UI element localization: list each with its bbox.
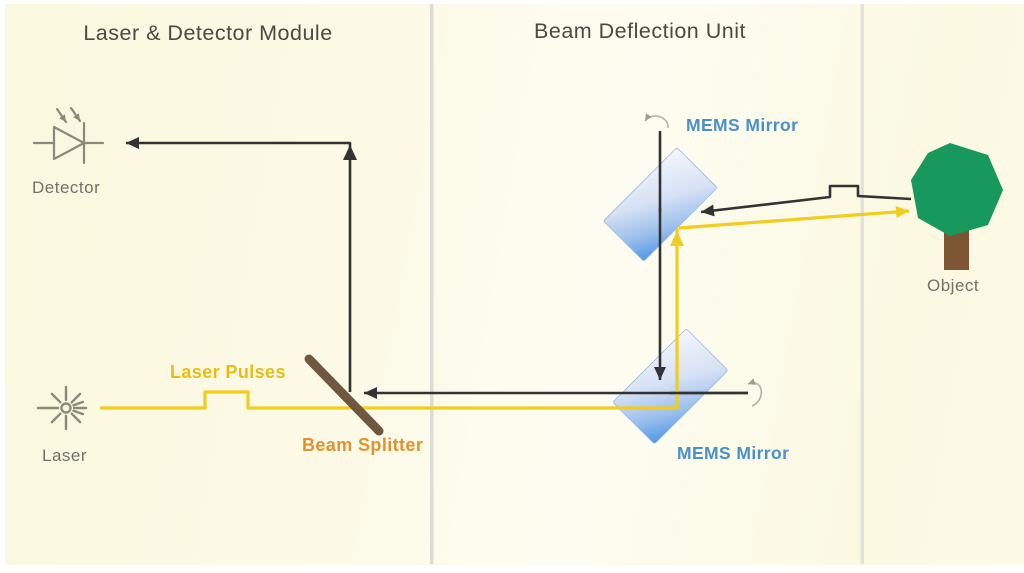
mems-mirror-bottom-icon (613, 329, 728, 444)
left-panel-title: Laser & Detector Module (83, 21, 333, 45)
mems-mirror-bottom-label: MEMS Mirror (677, 443, 790, 463)
tree-object-icon (911, 143, 1003, 270)
frame-edge-left (0, 0, 5, 573)
detector-label: Detector (32, 178, 101, 197)
object-label: Object (927, 276, 980, 295)
frame-edge-bottom (0, 565, 1024, 573)
detector-icon (32, 106, 105, 165)
panel-divider-left (430, 4, 434, 564)
rotation-arrow-top-icon (644, 113, 669, 129)
frame-edge-top (0, 0, 1024, 4)
return-beam-path (126, 137, 912, 399)
rotation-arrow-bottom-icon (747, 378, 763, 407)
laser-label: Laser (42, 446, 88, 465)
laser-pulses-label: Laser Pulses (170, 362, 286, 382)
beam-splitter-bar (304, 354, 384, 436)
laser-icon (36, 385, 88, 431)
beam-splitter-label: Beam Splitter (302, 435, 424, 455)
mems-mirror-top-label: MEMS Mirror (686, 115, 799, 135)
middle-panel-title: Beam Deflection Unit (534, 19, 746, 43)
panel-divider-right (860, 4, 864, 564)
outgoing-beam-path (100, 205, 910, 410)
